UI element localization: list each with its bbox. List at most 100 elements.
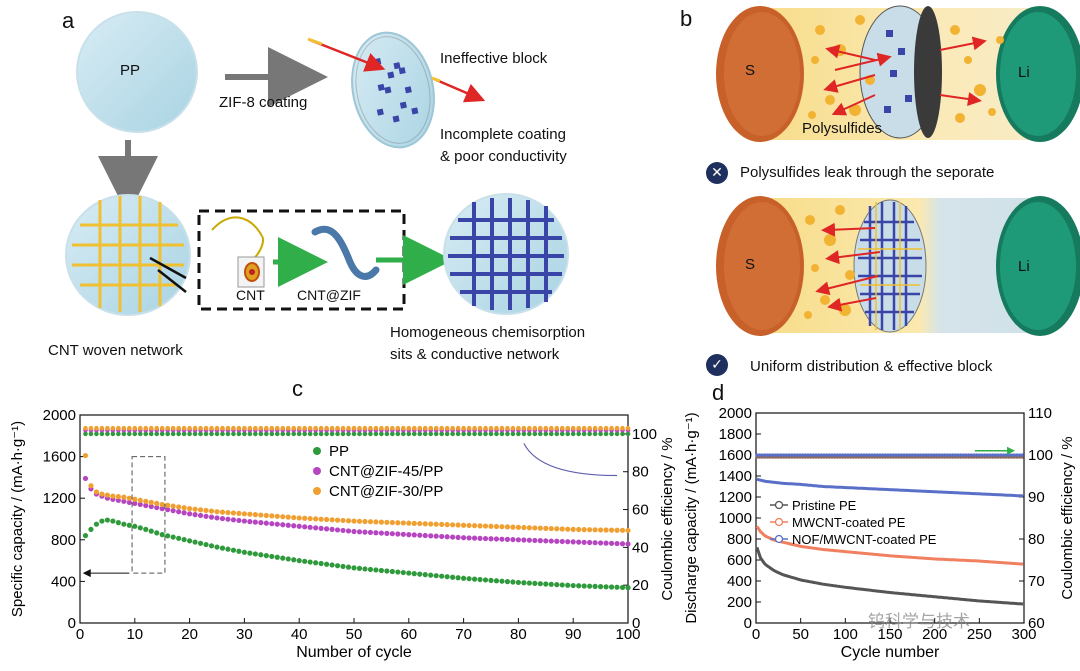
capacity-point xyxy=(488,523,494,529)
efficiency-point xyxy=(439,425,444,431)
efficiency-point xyxy=(985,453,989,457)
efficiency-point xyxy=(362,425,368,431)
capacity-point xyxy=(82,452,89,459)
efficiency-point xyxy=(554,425,560,431)
efficiency-point xyxy=(417,431,423,437)
y-tick-label: 400 xyxy=(727,573,752,590)
capacity-point xyxy=(99,518,105,524)
capacity-point xyxy=(395,531,401,537)
capacity-point xyxy=(340,517,346,524)
capacity-point xyxy=(296,558,302,564)
capacity-point xyxy=(581,583,587,589)
panel-b-schematic xyxy=(716,5,1080,336)
zif-coating-label: ZIF-8 coating xyxy=(219,94,308,111)
panel-b-label: b xyxy=(680,6,693,31)
efficiency-point xyxy=(1009,453,1014,457)
efficiency-point xyxy=(242,431,247,437)
capacity-point xyxy=(104,517,110,523)
capacity-point xyxy=(439,573,445,579)
y2-tick-label: 100 xyxy=(632,426,657,443)
y-tick-label: 1600 xyxy=(43,449,76,466)
y-tick-label: 800 xyxy=(727,531,752,548)
y-tick-label: 0 xyxy=(68,615,76,632)
x-tick-label: 100 xyxy=(615,626,640,643)
efficiency-point xyxy=(253,431,258,437)
capacity-point xyxy=(274,521,280,527)
x-axis-title: Number of cycle xyxy=(296,644,412,661)
capacity-point xyxy=(493,578,500,584)
efficiency-point xyxy=(782,453,786,457)
capacity-point xyxy=(592,540,598,546)
capacity-point xyxy=(554,582,560,588)
efficiency-point xyxy=(472,431,477,437)
efficiency-point xyxy=(849,453,853,457)
capacity-point xyxy=(225,546,231,552)
y-axis-title: Discharge capacity / (mA·h·g⁻¹) xyxy=(683,412,700,623)
efficiency-point xyxy=(908,453,912,457)
efficiency-point xyxy=(395,431,401,437)
efficiency-point xyxy=(587,431,592,437)
efficiency-point xyxy=(926,453,931,457)
zif-coated-disc xyxy=(351,31,435,149)
efficiency-point xyxy=(318,431,324,437)
capacity-point xyxy=(581,527,587,533)
x-tick-label: 30 xyxy=(236,626,253,643)
y-tick-label: 200 xyxy=(727,594,752,611)
capacity-point xyxy=(471,576,478,582)
efficiency-point xyxy=(787,453,791,457)
efficiency-point xyxy=(833,453,837,457)
capacity-point xyxy=(192,512,198,518)
capacity-point xyxy=(176,504,182,510)
efficiency-point xyxy=(94,425,99,431)
legend-marker xyxy=(774,534,784,544)
efficiency-point xyxy=(956,453,960,457)
capacity-point xyxy=(400,520,406,526)
capacity-point xyxy=(532,580,538,586)
capacity-point xyxy=(334,563,341,569)
efficiency-point xyxy=(603,431,609,437)
capacity-point xyxy=(406,570,412,576)
efficiency-point xyxy=(902,453,906,457)
polysulfides-label: Polysulfides xyxy=(802,120,883,137)
efficiency-point xyxy=(614,431,620,437)
capacity-point xyxy=(466,522,472,529)
efficiency-point xyxy=(1020,453,1024,457)
capacity-point xyxy=(126,499,132,505)
efficiency-point xyxy=(411,425,417,431)
y2-tick-label: 0 xyxy=(632,615,640,632)
efficiency-point xyxy=(406,425,412,431)
capacity-point xyxy=(444,522,450,528)
efficiency-point xyxy=(625,425,631,431)
efficiency-point xyxy=(1001,453,1006,457)
capacity-point xyxy=(608,584,615,590)
capacity-point xyxy=(471,523,478,529)
efficiency-point xyxy=(999,453,1003,457)
capacity-point xyxy=(318,560,324,567)
capacity-point xyxy=(455,534,461,541)
capacity-point xyxy=(570,526,576,532)
capacity-point xyxy=(170,508,176,514)
capacity-point xyxy=(356,529,363,535)
capacity-point xyxy=(461,522,467,528)
sulfur-label-top: S xyxy=(745,62,756,79)
efficiency-point xyxy=(433,425,439,431)
legend-label: NOF/MWCNT-coated PE xyxy=(792,532,937,547)
efficiency-point xyxy=(274,431,280,437)
y-tick-label: 1600 xyxy=(719,447,752,464)
efficiency-point xyxy=(910,453,914,457)
capacity-point xyxy=(203,513,209,519)
capacity-point xyxy=(433,573,439,579)
capacity-point xyxy=(411,532,417,538)
capacity-point xyxy=(203,507,209,514)
capacity-point xyxy=(384,568,390,574)
efficiency-point xyxy=(881,453,885,457)
efficiency-point xyxy=(395,425,401,431)
capacity-point xyxy=(362,566,368,572)
efficiency-point xyxy=(843,453,847,457)
legend-label: Pristine PE xyxy=(792,498,857,513)
capacity-point xyxy=(417,571,423,577)
capacity-point xyxy=(313,516,319,522)
capacity-point xyxy=(154,504,160,511)
efficiency-point xyxy=(790,453,794,457)
capacity-point xyxy=(269,521,275,527)
